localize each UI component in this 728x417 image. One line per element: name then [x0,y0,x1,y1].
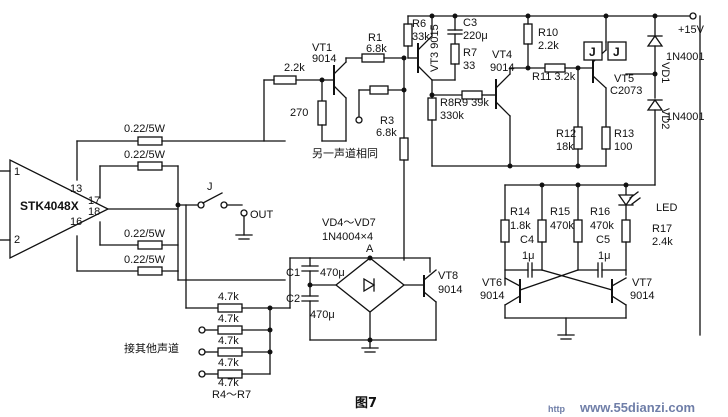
c5-label: C5 [596,234,610,246]
watermark-http: http [548,404,565,414]
r15-label: R15 [550,206,570,218]
r9-label: R9 39k [454,97,489,109]
bridge-label: VD4～VD7 [322,217,376,229]
vd1-part-label: 1N4001 [666,51,705,63]
detection-vt1: 2.2k 270 VT1 9014 R1 6.8k R3 6.8k 另一声道相同 [263,32,409,261]
amplifier-stk4048x: 1 2 STK4048X 13 17 18 16 [0,158,110,260]
out-label: OUT [250,209,274,221]
r10-value-label: 2.2k [538,40,559,52]
r3-label: R3 [380,115,394,127]
vt4-label: VT4 [492,49,512,61]
node-a-label: A [366,243,374,255]
relay-coil-2 [607,41,627,61]
r6-label: R6 [412,18,426,30]
vt4-part-label: 9014 [490,62,514,74]
r10-label: R10 [538,27,558,39]
r1-label: R1 [368,32,382,44]
c5-value-label: 1μ [598,250,610,262]
vt8-label: VT8 [438,270,458,282]
r4-4-label: 4.7k [218,357,239,369]
other-channel-note: 另一声道相同 [312,146,378,160]
output-resistors: 0.22/5W 0.22/5W 0.22/5W 0.22/5W [76,123,286,281]
r16-value-label: 470k [590,220,614,232]
pin-13-label: 13 [70,183,82,195]
relay-coil-1 [583,41,603,61]
c4-value-label: 1μ [522,250,534,262]
vt6-label: VT6 [482,277,502,289]
output-resistor-2-label: 0.22/5W [124,149,166,161]
r17-value-label: 2.4k [652,236,673,248]
r11-label: R11 3.2k [532,71,576,83]
vd2-label: VD2 [659,108,671,129]
c1-label: C1 [286,267,300,279]
figure-caption: 图7 [355,396,377,411]
vt1-part-label: 9014 [312,53,336,65]
r12-value-label: 18k [556,141,574,153]
c3-value-label: 220μ [463,30,488,42]
r4-2-label: 4.7k [218,313,239,325]
led-flasher: R14 1.8k R15 470k R16 470k LED R17 2.4k … [480,182,677,340]
led-label: LED [656,202,677,214]
r8-label: R8 [440,97,454,109]
c1-value-label: 470μ [320,267,345,279]
relay-j2-label: J [613,45,620,59]
control-vt3-vt4-vt5: +15V R6 33k VT3 9015 C3 220μ R7 33 R8 33… [403,12,705,336]
vt7-label: VT7 [632,277,652,289]
resistor-2k2-label: 2.2k [284,62,305,74]
amplifier-triangle [9,158,110,260]
input-resistors-r4-r7: 4.7k 4.7k 4.7k 4.7k 4.7k 接其他声道 R4～R7 [124,204,311,401]
bridge-part-label: 1N4004×4 [322,231,373,243]
vt3-label: VT3 9015 [429,24,441,72]
vt1-label: VT1 [312,42,332,54]
r6-value-label: 33k [412,31,430,43]
r4-3-label: 4.7k [218,335,239,347]
r17-label: R17 [652,223,672,235]
r16-label: R16 [590,206,610,218]
c2-label: C2 [286,293,300,305]
r4-1-label: 4.7k [218,291,239,303]
pin-18-label: 18 [88,206,100,218]
vd2-part-label: 1N4001 [666,111,705,123]
c4-label: C4 [520,234,534,246]
resistor-270-label: 270 [290,107,308,119]
r3-value-label: 6.8k [376,127,397,139]
amplifier-label: STK4048X [20,199,79,213]
switch-j-label: J [207,181,213,193]
vt8-part-label: 9014 [438,284,462,296]
r14-label: R14 [510,206,530,218]
output-resistor-1-label: 0.22/5W [124,123,166,135]
vt5-part-label: C2073 [610,85,642,97]
c2-value-label: 470μ [310,309,335,321]
output-resistor-3-label: 0.22/5W [124,228,166,240]
other-channels-note: 接其他声道 [124,341,179,355]
vt5-label: VT5 [614,73,634,85]
pin-1-label: 1 [14,166,20,178]
r12-label: R12 [556,128,576,140]
output-resistor-4-label: 0.22/5W [124,254,166,266]
vt6-part-label: 9014 [480,290,504,302]
r13-label: R13 [614,128,634,140]
r14-value-label: 1.8k [510,220,531,232]
r8-value-label: 330k [440,110,464,122]
r4-5-label: 4.7k [218,377,239,389]
pin-17-label: 17 [88,195,100,207]
c3-label: C3 [463,17,477,29]
r1-value-label: 6.8k [366,43,387,55]
r4-r7-label: R4～R7 [212,389,251,401]
r15-value-label: 470k [550,220,574,232]
vt7-part-label: 9014 [630,290,654,302]
relay-switch-j: J OUT [197,181,274,240]
watermark: www.55dianzi.com [579,400,695,415]
vd1-label: VD1 [659,62,671,83]
pin-16-label: 16 [70,216,82,228]
rectifier-vt8: VD4～VD7 1N4004×4 A VT8 9014 C1 470μ C2 4… [286,217,462,353]
relay-j1-label: J [589,45,596,59]
r7-value-label: 33 [463,60,475,72]
pin-2-label: 2 [14,234,20,246]
r7-label: R7 [463,47,477,59]
r13-value-label: 100 [614,141,632,153]
vplus-label: +15V [678,24,705,36]
